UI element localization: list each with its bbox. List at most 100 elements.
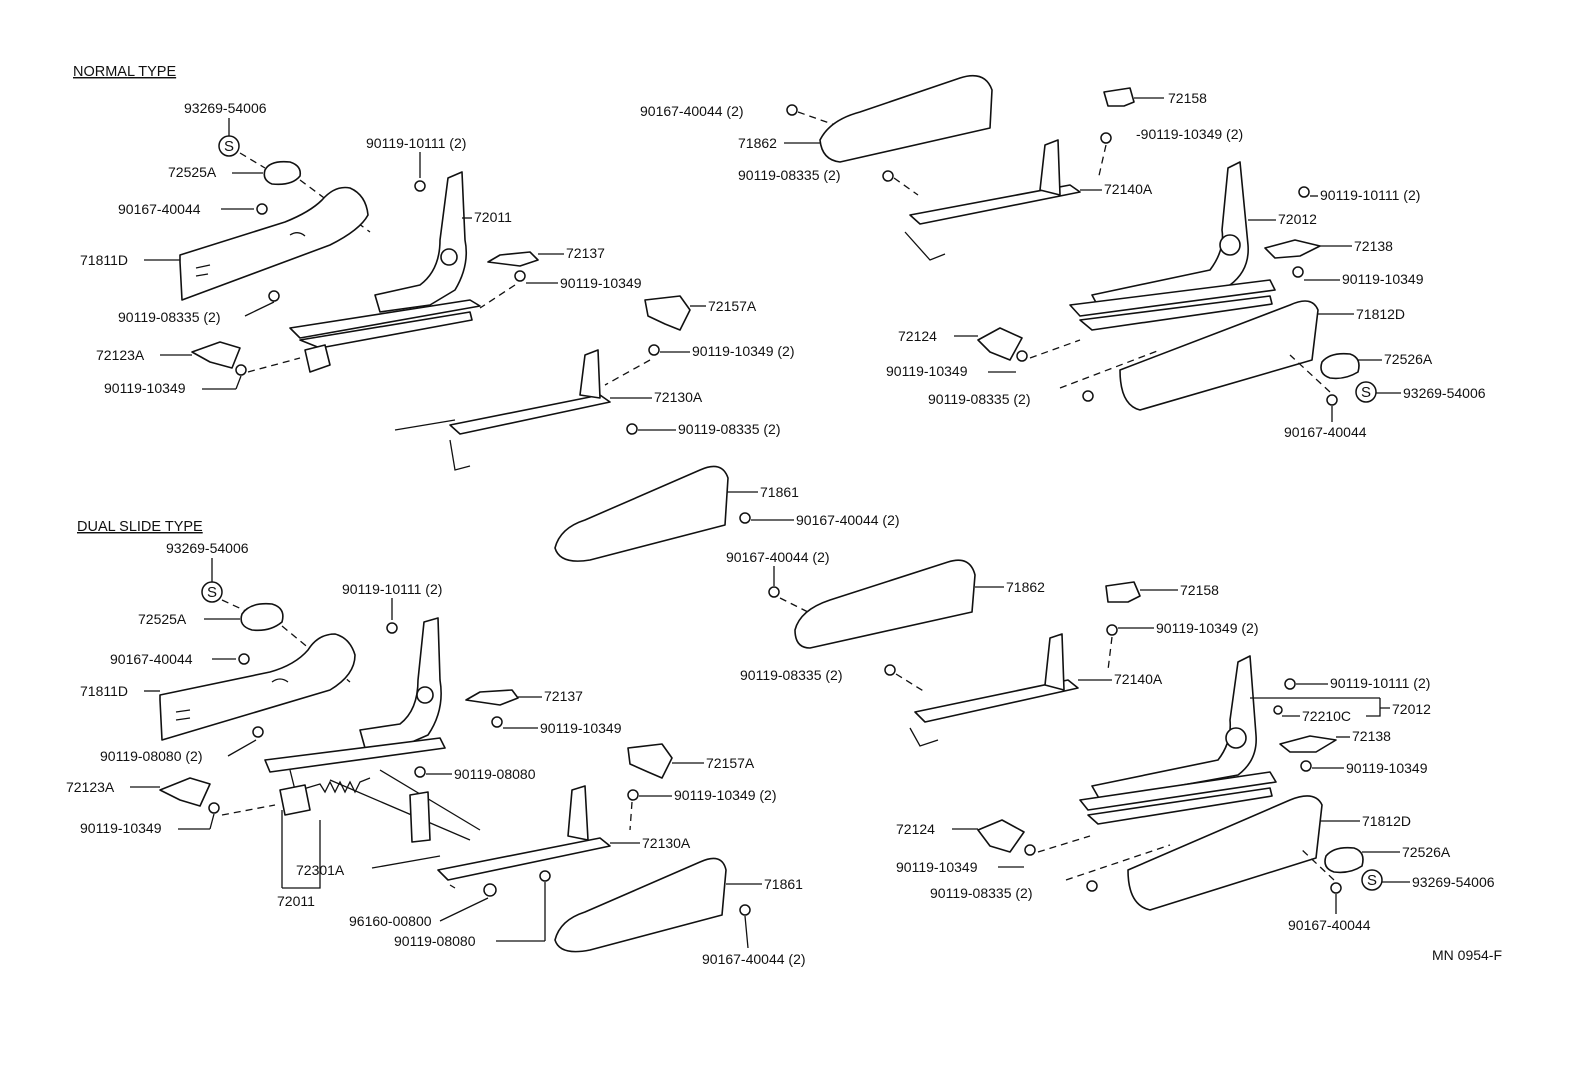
label-90167-40044-2-mid: 90167-40044 (2) (796, 512, 900, 528)
label-e-72012: 72012 (1392, 701, 1431, 717)
bolt-icon (414, 180, 426, 192)
label-90119-10349-b: 90119-10349 (104, 380, 186, 396)
label-90167-40044-right: 90167-40044 (1284, 424, 1367, 440)
cover-71812d (1119, 300, 1319, 411)
label-e-72124: 72124 (896, 821, 935, 837)
label-e-90119-08335-b: 90119-08335 (2) (930, 885, 1032, 901)
label-72124: 72124 (898, 328, 937, 344)
label-dual-93269: 93269-54006 (166, 540, 249, 556)
label-90119-10111-right: 90119-10111 (2) (1320, 187, 1420, 203)
cover-dual-71811d (159, 633, 356, 741)
cover-e-72138 (1279, 735, 1337, 753)
cover-dual-72123a (159, 777, 211, 807)
section-title-normal-type: NORMAL TYPE (73, 64, 176, 80)
label-72525a: 72525A (168, 164, 217, 180)
cover-71861 (554, 465, 729, 562)
label-dual-90167: 90167-40044 (110, 651, 193, 667)
cap-72158 (1103, 87, 1135, 107)
label-e-93269: 93269-54006 (1412, 874, 1495, 890)
label-dual-71861: 71861 (764, 876, 803, 892)
bolt-icon (882, 170, 894, 182)
s-symbol-text: S (207, 584, 217, 601)
label-e-90119-10349: 90119-10349 (1346, 760, 1428, 776)
bolt-icon (1330, 882, 1342, 894)
label-dual-72525a: 72525A (138, 611, 187, 627)
bolt-icon (1086, 880, 1098, 892)
label-e-71862: 71862 (1006, 579, 1045, 595)
cover-72123a (191, 341, 241, 369)
s-symbol-text: S (1367, 872, 1377, 889)
label-90119-10349-right-b: 90119-10349 (886, 363, 968, 379)
cover-e-72124 (977, 819, 1025, 853)
cover-72157a (644, 295, 691, 331)
bolt-icon (208, 802, 220, 814)
label-dual-90119-08080-b: 90119-08080 (394, 933, 476, 949)
label-dual-71811d: 71811D (80, 683, 128, 699)
label-dual-72157a: 72157A (706, 755, 755, 771)
cover-e-71862 (794, 559, 976, 649)
bolt-icon (256, 203, 268, 215)
label-e-90119-10349-b: 90119-10349 (896, 859, 978, 875)
label-93269-54006-right: 93269-54006 (1403, 385, 1486, 401)
seat-track-e-72140a (914, 679, 1079, 723)
track-upright (579, 349, 601, 399)
label-90167-40044-2: 90167-40044 (2) (640, 103, 744, 119)
bolt-icon (884, 664, 896, 676)
track-bracket (304, 344, 331, 373)
label-dual-90119-08080-a: 90119-08080 (454, 766, 536, 782)
cover-72124 (977, 327, 1023, 361)
section-title-dual-slide-type: DUAL SLIDE TYPE (77, 519, 203, 535)
label-90119-08335-right: 90119-08335 (2) (738, 167, 840, 183)
cover-71862 (819, 74, 993, 163)
knob-72526a (1320, 352, 1360, 380)
slide-spring (299, 777, 371, 794)
s-symbol-icon (201, 581, 223, 603)
slide-bracket (279, 784, 311, 816)
pivot-icon (416, 686, 434, 704)
label-90119-08335: 90119-08335 (2) (118, 309, 220, 325)
bolt-icon (768, 586, 780, 598)
seat-track-right (1069, 279, 1276, 317)
pivot-icon (1225, 727, 1247, 749)
label-90167-40044: 90167-40044 (118, 201, 201, 217)
label-dual-90119-10349-2: 90119-10349 (2) (674, 787, 776, 803)
bolt-icon (539, 870, 551, 882)
label-dual-72130a: 72130A (642, 835, 691, 851)
label-72526a: 72526A (1384, 351, 1433, 367)
bolt-icon (414, 766, 426, 778)
label-dual-90167-40044-2: 90167-40044 (2) (702, 951, 806, 967)
drawing-code: MN 0954-F (1432, 947, 1502, 963)
label-e-72140a: 72140A (1114, 671, 1163, 687)
label-dual-96160: 96160-00800 (349, 913, 432, 929)
label-90119-10111: 90119-10111 (2) (366, 135, 466, 151)
s-symbol-icon (1361, 869, 1383, 891)
bolt-icon (1326, 394, 1338, 406)
slide-bar (409, 791, 431, 843)
normal-type-group: S 93269-54006 72525A 90167-40044 71811D … (80, 100, 794, 471)
knob-dual-72525a (240, 602, 284, 632)
label-e-90119-10111: 90119-10111 (2) (1330, 675, 1430, 691)
label-e-72526a: 72526A (1402, 844, 1451, 860)
label-dual-90119-10349: 90119-10349 (540, 720, 622, 736)
bolt-icon (648, 344, 660, 356)
cover-72137 (487, 251, 539, 267)
cover-e-71812d (1127, 795, 1323, 911)
label-e-90167-40044-2: 90167-40044 (2) (726, 549, 830, 565)
label-72012: 72012 (1278, 211, 1317, 227)
label-93269-54006: 93269-54006 (184, 100, 267, 116)
label-72123a: 72123A (96, 347, 145, 363)
bolt-icon (235, 364, 247, 376)
seat-track-lower (299, 311, 473, 349)
bolt-icon (1082, 390, 1094, 402)
label-e-90119-10349-2: 90119-10349 (2) (1156, 620, 1258, 636)
label-dual-90119-10349-b: 90119-10349 (80, 820, 162, 836)
label-71861: 71861 (760, 484, 799, 500)
label-90119-10349-2: 90119-10349 (2) (692, 343, 794, 359)
label-e-72158: 72158 (1180, 582, 1219, 598)
label-72137: 72137 (566, 245, 605, 261)
seat-track-dual-72130a (437, 837, 611, 881)
seat-track-e (1079, 771, 1277, 811)
cover-dual-72157a (627, 743, 673, 779)
knob-e-72526a (1324, 846, 1364, 874)
